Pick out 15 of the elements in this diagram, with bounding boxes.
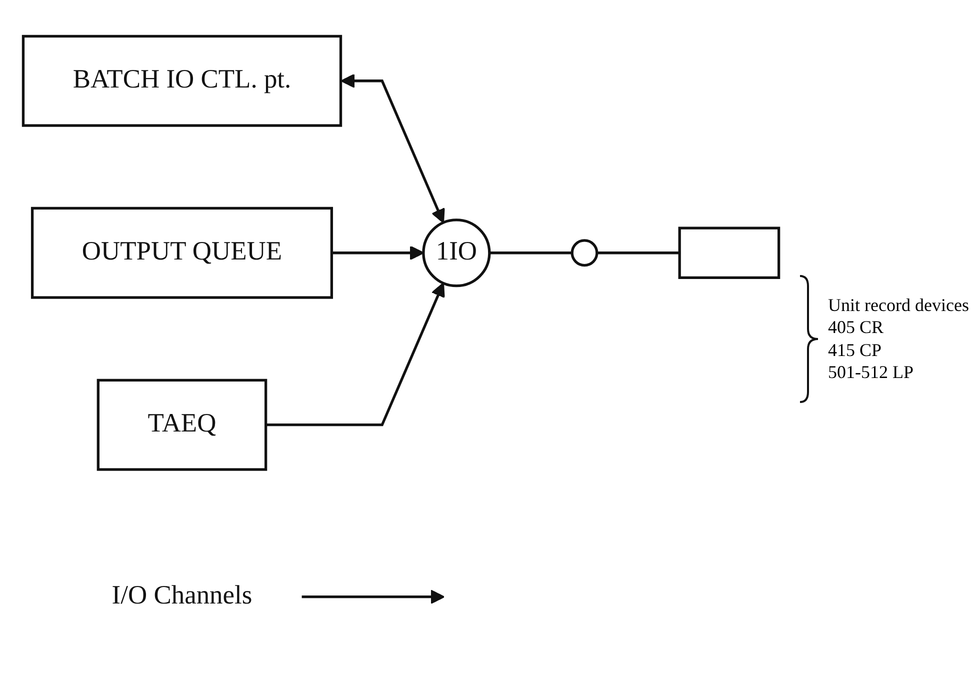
device-label: 405 CR [828, 316, 885, 338]
arrow [302, 589, 445, 604]
device-label: 501-512 LP [828, 361, 915, 384]
connector-line [596, 251, 680, 254]
arrow [332, 245, 424, 260]
node-label: OUTPUT QUEUE [82, 238, 282, 266]
node-text: I/O Channels [112, 582, 252, 610]
connector-line [489, 251, 572, 254]
arrow [266, 282, 445, 426]
device-label: 415 CP [828, 338, 883, 361]
node-label: TAEQ [148, 410, 216, 438]
arrow [340, 73, 445, 223]
node-label: 1IO [436, 238, 478, 266]
node-label: BATCH IO CTL. pt. [72, 66, 292, 94]
device-label: Unit record devices [828, 294, 969, 316]
